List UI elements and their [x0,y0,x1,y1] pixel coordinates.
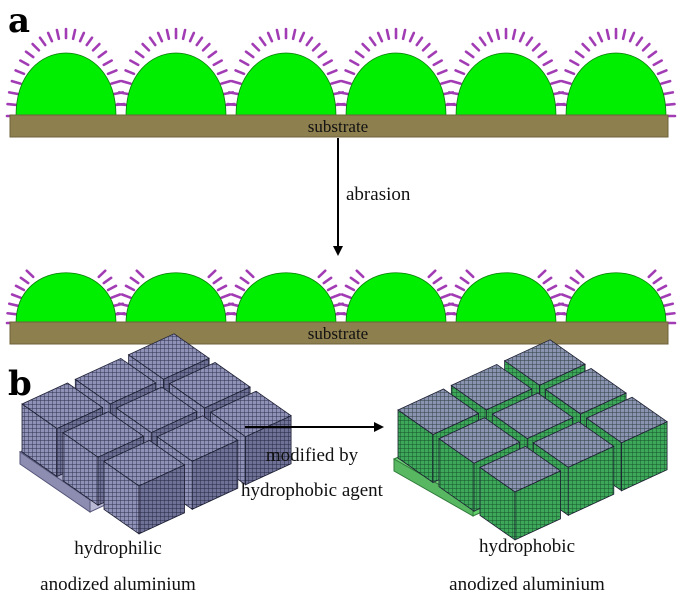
bump [335,27,457,118]
substrate-top [9,114,669,138]
substrate-top-label: substrate [308,117,368,136]
right-caption-line2: anodized aluminium [449,574,605,595]
coated-bumps-bottom [5,269,677,325]
panel-a-label: a [8,1,30,41]
bump [115,27,237,118]
bump [445,27,567,118]
bump [115,269,237,325]
coated-bumps-top [5,27,677,118]
bump [225,269,347,325]
bump [335,269,457,325]
hydrophobic-sample [392,339,668,541]
right-caption-line1: hydrophobic [479,536,575,557]
bump [555,269,677,325]
bump [225,27,347,118]
pillar-cube [479,445,562,541]
bump [5,269,127,325]
bump [5,27,127,118]
bump [445,269,567,325]
panel-b-label: b [8,364,32,404]
hydrophilic-sample [18,333,292,535]
bump [555,27,677,118]
pillar-cube [103,439,186,535]
abrasion-label: abrasion [346,184,411,205]
modification-label-line1: modified by [266,445,359,466]
left-caption-line2: anodized aluminium [40,574,196,595]
modification-label-line2: hydrophobic agent [241,480,384,501]
left-caption-line1: hydrophilic [74,538,162,559]
substrate-bottom-label: substrate [308,324,368,343]
